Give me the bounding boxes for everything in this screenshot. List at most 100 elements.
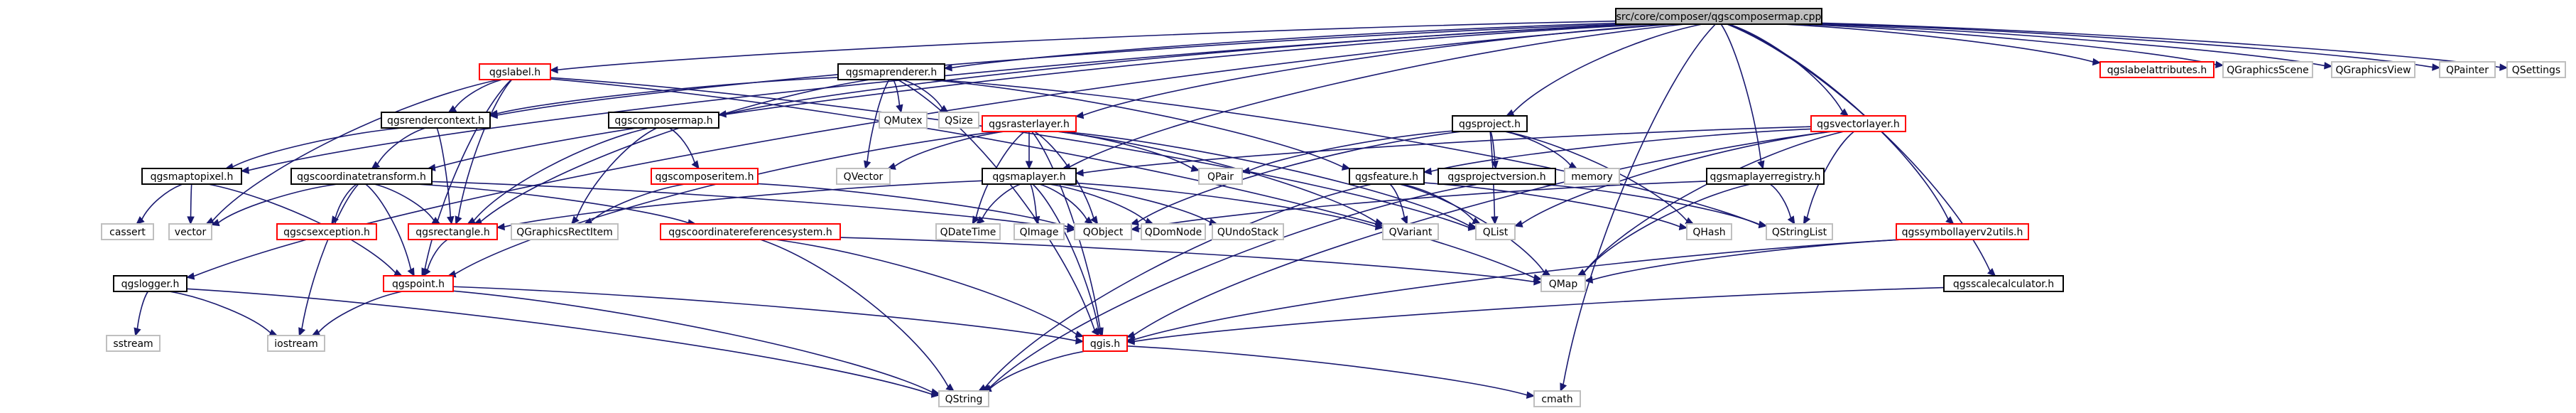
node-box — [1141, 223, 1206, 240]
node-label: qgsrasterlayer.h — [989, 119, 1070, 130]
node-box — [1082, 335, 1128, 352]
node-box — [1810, 115, 1906, 132]
graph-node-QMap: QMap — [1540, 275, 1586, 292]
graph-node-qgslabel-h[interactable]: qgslabel.h — [479, 63, 551, 80]
graph-node-qgspoint-h[interactable]: qgspoint.h — [383, 275, 454, 292]
edge-qgsmaptopixel_h-to-vector — [190, 183, 192, 218]
edge-arrowhead — [2324, 62, 2333, 70]
edge-root-to-QGraphicsScene — [1799, 23, 2217, 65]
edge-root-to-qgsmaptopixel_h — [248, 23, 1644, 171]
node-label: QSettings — [2512, 65, 2560, 76]
edge-qgsrasterlayer_h-to-QVector — [894, 131, 1005, 167]
node-label: qgscomposeritem.h — [655, 171, 754, 183]
edge-qgsscalecalculator_h-to-qgis_h — [1134, 286, 1945, 343]
node-label: QGraphicsScene — [2227, 65, 2309, 76]
edge-qgsrectangle_h-to-qgspoint_h — [427, 239, 448, 270]
edge-qgsmaplayer_h-to-QDateTime — [981, 183, 1021, 220]
edge-arrowhead — [240, 166, 249, 174]
edge-arrowhead — [1568, 161, 1578, 169]
graph-node-QMutex: QMutex — [879, 112, 928, 129]
node-label: qgsscalecalculator.h — [1953, 279, 2054, 290]
edge-root-to-qgslabelattributes_h — [1783, 23, 2094, 63]
node-label: qgsmaptopixel.h — [151, 171, 234, 183]
graph-node-QGraphicsRectItem: QGraphicsRectItem — [511, 223, 619, 240]
edge-arrowhead — [691, 160, 700, 169]
graph-node-qgscomposeritem-h[interactable]: qgscomposeritem.h — [651, 168, 759, 185]
edge-qgsmaplayer_h-to-QImage — [1030, 183, 1038, 218]
graph-node-cassert: cassert — [101, 223, 154, 240]
edge-arrowhead — [2215, 60, 2224, 69]
edge-arrowhead — [1787, 215, 1795, 225]
node-box — [168, 223, 212, 240]
graph-node-qgsmaplayerregistry-h[interactable]: qgsmaplayerregistry.h — [1706, 168, 1825, 185]
graph-node-qgsmaptopixel-h[interactable]: qgsmaptopixel.h — [141, 168, 242, 185]
edge-arrowhead — [2499, 63, 2509, 71]
node-box — [383, 275, 454, 292]
edge-root-to-QGraphicsView — [1815, 23, 2325, 67]
edge-arrowhead — [393, 269, 403, 277]
edge-qgscomposeritem_h-to-QObject — [757, 183, 1068, 227]
graph-node-qgsmaprenderer-h[interactable]: qgsmaprenderer.h — [837, 63, 945, 80]
edge-arrowhead — [1945, 216, 1955, 225]
node-box — [511, 223, 619, 240]
node-box — [879, 112, 928, 129]
graph-node-qgscoordinatereferencesystem-h[interactable]: qgscoordinatereferencesystem.h — [660, 223, 841, 240]
node-label: QGraphicsRectItem — [516, 227, 613, 238]
edge-qgscoordinatetransform_h-to-qgsrectangle_h — [374, 183, 435, 221]
edge-arrowhead — [1526, 391, 1536, 399]
edge-qgsrasterlayer_h-to-qgis_h — [1031, 131, 1101, 329]
graph-node-qgsfeature-h[interactable]: qgsfeature.h — [1349, 168, 1425, 185]
edge-root-to-qgsrendercontext_h — [496, 23, 1622, 116]
edge-arrowhead — [1075, 337, 1085, 345]
edge-qgsvectorlayer_h-to-QList — [1521, 131, 1832, 225]
graph-node-qgsmaplayer-h[interactable]: qgsmaplayer.h — [982, 168, 1077, 185]
edge-qgspoint_h-to-iostream — [317, 291, 403, 333]
edge-qgscoordinatetransform_h-to-QObject — [431, 181, 1068, 230]
node-label: src/core/composer/qgscomposermap.cpp — [1616, 11, 1822, 23]
edge-qgsproject_h-to-QPair — [1249, 130, 1453, 171]
edge-qgscomposermap_h-to-qgscomposeritem_h — [669, 127, 695, 163]
graph-node-qgsrasterlayer-h[interactable]: qgsrasterlayer.h — [982, 115, 1077, 132]
graph-edges — [134, 20, 2509, 399]
edge-qgis_h-to-cmath — [1126, 345, 1528, 396]
node-box — [1013, 223, 1065, 240]
edge-qgsmaplayerregistry_h-to-QMap — [1583, 183, 1751, 273]
node-label: QDateTime — [940, 227, 996, 238]
edge-arrowhead — [371, 161, 381, 169]
graph-node-qgscoordinatetransform-h[interactable]: qgscoordinatetransform.h — [290, 168, 433, 185]
edge-arrowhead — [210, 219, 220, 227]
edge-qgsproject_h-to-qgsprojectversion_h — [1490, 131, 1496, 162]
node-box — [938, 390, 989, 407]
node-box — [1686, 223, 1732, 240]
edge-qgscoordinatetransform_h-to-qgscoordinatereferencesystem_h — [416, 183, 689, 224]
edge-arrowhead — [1542, 269, 1551, 277]
graph-node-qgsrendercontext-h[interactable]: qgsrendercontext.h — [381, 112, 491, 129]
node-box — [2222, 61, 2313, 78]
graph-node-qgsvectorlayer-h[interactable]: qgsvectorlayer.h — [1810, 115, 1906, 132]
node-box — [837, 63, 945, 80]
node-box — [1198, 168, 1243, 185]
graph-node-qgsprojectversion-h[interactable]: qgsprojectversion.h — [1438, 168, 1556, 185]
edge-arrowhead — [185, 272, 195, 280]
graph-node-qgssymbollayerv2utils-h[interactable]: qgssymbollayerv2utils.h — [1896, 223, 2029, 240]
graph-node-qgsscalecalculator-h[interactable]: qgsscalecalculator.h — [1943, 275, 2064, 292]
edge-qgsprojectversion_h-to-QString — [989, 183, 1479, 389]
graph-node-qgsproject-h[interactable]: qgsproject.h — [1452, 115, 1528, 132]
graph-node-qgslogger-h[interactable]: qgslogger.h — [113, 275, 188, 292]
edge-arrowhead — [1094, 327, 1102, 337]
graph-node-qgis-h[interactable]: qgis.h — [1082, 335, 1128, 352]
edge-qgsfeature_h-to-QHash — [1423, 182, 1680, 227]
graph-node-qgsrectangle-h[interactable]: qgsrectangle.h — [408, 223, 498, 240]
graph-node-qgscsexception-h[interactable]: qgscsexception.h — [276, 223, 377, 240]
edge-arrowhead — [1757, 160, 1765, 170]
graph-node-qgslabelattributes-h[interactable]: qgslabelattributes.h — [2099, 61, 2214, 78]
edge-arrowhead — [976, 216, 985, 225]
edge-qgscoordinatetransform_h-to-qgscsexception_h — [335, 183, 357, 218]
node-label: QImage — [1020, 227, 1059, 238]
edge-qgsmaplayer_h-to-QVariant — [1075, 182, 1376, 227]
node-box — [1438, 168, 1556, 185]
node-box — [1452, 115, 1528, 132]
node-label: qgslabelattributes.h — [2107, 65, 2207, 76]
node-box — [106, 335, 161, 352]
graph-node-qgscomposermap-h[interactable]: qgscomposermap.h — [608, 112, 719, 129]
